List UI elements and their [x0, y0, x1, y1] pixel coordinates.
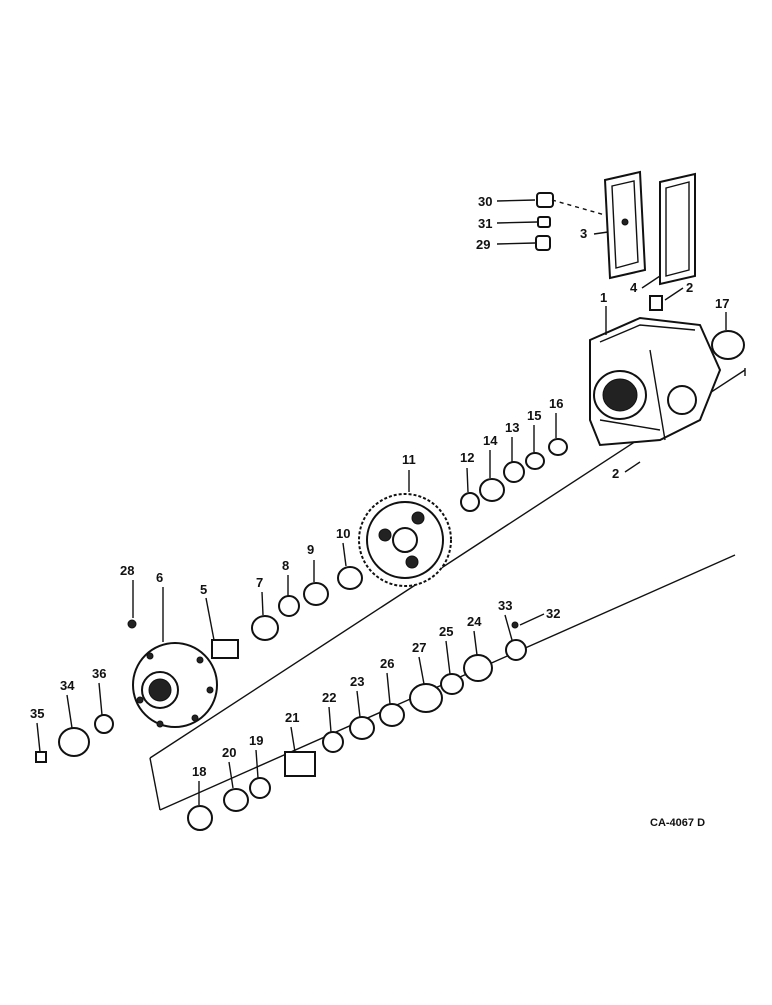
hub-part-6	[132, 642, 218, 728]
pin-part-32	[511, 621, 519, 629]
callout-22: 22	[322, 690, 336, 705]
spacer-part-10	[337, 566, 363, 590]
callout-2-lower: 2	[612, 466, 619, 481]
callout-labels: 1 2 3 4 5 6 7 8 9 10 11 12 13 14 15 16 1…	[30, 194, 729, 779]
callout-26: 26	[380, 656, 394, 671]
gear-part-11	[358, 493, 452, 587]
callout-36: 36	[92, 666, 106, 681]
gasket-part-27	[409, 683, 443, 713]
seal-part-17	[711, 330, 745, 360]
cup-part-14	[479, 478, 505, 502]
cone-part-12	[460, 492, 480, 512]
callout-18: 18	[192, 764, 206, 779]
callout-32: 32	[546, 606, 560, 621]
callout-5: 5	[200, 582, 207, 597]
callout-29: 29	[476, 237, 490, 252]
cap-part-34	[58, 727, 90, 757]
retainer-part-24	[463, 654, 493, 682]
callout-20: 20	[222, 745, 236, 760]
nut-part-16	[548, 438, 568, 456]
callout-21: 21	[285, 710, 299, 725]
callout-27: 27	[412, 640, 426, 655]
fittings-30-31-29	[535, 192, 606, 251]
callout-1: 1	[600, 290, 607, 305]
callout-14: 14	[483, 433, 498, 448]
cover-part-3	[603, 170, 647, 280]
callout-13: 13	[505, 420, 519, 435]
callout-17: 17	[715, 296, 729, 311]
callout-8: 8	[282, 558, 289, 573]
gasket-part-4	[659, 172, 696, 286]
cup-part-20	[223, 788, 249, 812]
washer-part-36	[94, 714, 114, 734]
plug-part-18	[187, 805, 213, 831]
washer-part-15	[525, 452, 545, 470]
bolt-part-35	[35, 751, 47, 763]
callout-24: 24	[467, 614, 482, 629]
callout-2: 2	[686, 280, 693, 295]
callout-7: 7	[256, 575, 263, 590]
callout-6: 6	[156, 570, 163, 585]
bushing-part-33	[505, 639, 527, 661]
callout-31: 31	[478, 216, 492, 231]
shaft-part-5	[211, 639, 239, 659]
callout-3: 3	[580, 226, 587, 241]
callout-35: 35	[30, 706, 44, 721]
figure-code: CA-4067 D	[650, 817, 705, 829]
pinion-part-21	[284, 751, 316, 777]
shim-part-26	[379, 703, 405, 727]
callout-28: 28	[120, 563, 134, 578]
cup-part-23	[349, 716, 375, 740]
callout-11: 11	[402, 452, 416, 467]
plug-part-2	[649, 295, 663, 311]
bearing-part-19	[249, 777, 271, 799]
bearing-part-13	[503, 461, 525, 483]
callout-9: 9	[307, 542, 314, 557]
callout-34: 34	[60, 678, 75, 693]
housing-part-1	[589, 316, 722, 447]
callout-15: 15	[527, 408, 541, 423]
callout-16: 16	[549, 396, 563, 411]
bearing-part-8	[278, 595, 300, 617]
callout-12: 12	[460, 450, 474, 465]
cup-part-9	[303, 582, 329, 606]
callout-10: 10	[336, 526, 350, 541]
callout-25: 25	[439, 624, 453, 639]
cone-part-22	[322, 731, 344, 753]
callout-19: 19	[249, 733, 263, 748]
callout-4: 4	[630, 280, 638, 295]
seal-part-25	[440, 673, 464, 695]
nut-part-28	[127, 619, 137, 629]
callout-30: 30	[478, 194, 492, 209]
callout-23: 23	[350, 674, 364, 689]
cup-part-7	[251, 615, 279, 641]
leader-lines	[36, 199, 727, 805]
callout-33: 33	[498, 598, 512, 613]
